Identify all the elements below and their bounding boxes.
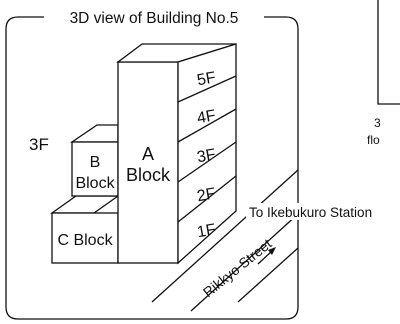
a-block-label-line1: A [142,144,154,164]
partial-panel-text-1: 3 [374,116,381,130]
floor-dividers [177,75,237,223]
a-block [117,61,179,264]
destination-label-bg [246,203,400,220]
b-block-floor-count: 3F [29,135,49,154]
floor-label-2f: 2F [196,185,218,205]
partial-panel-text-2: flo [367,133,380,147]
floor-label-5f: 5F [196,69,218,89]
a-block-label-line2: Block [126,165,171,185]
diagram-title: 3D view of Building No.5 [70,10,239,27]
floor-label-4f: 4F [196,107,218,127]
a-block-side [177,43,237,265]
street-name-label: Rikkyo Street [200,235,275,300]
rikkyo-street [151,169,299,312]
partial-panel-border [377,0,400,105]
b-block-label-line1: B [90,154,101,171]
b-block-label-line2: Block [75,175,115,192]
floor-label-3f: 3F [196,146,218,166]
street-arrow-icon [257,247,276,265]
destination-label: To Ikebukuro Station [249,205,372,220]
diagram-frame [5,16,299,320]
c-block-label: C Block [57,232,113,249]
c-block [49,195,121,264]
floor-label-1f: 1F [196,221,218,241]
